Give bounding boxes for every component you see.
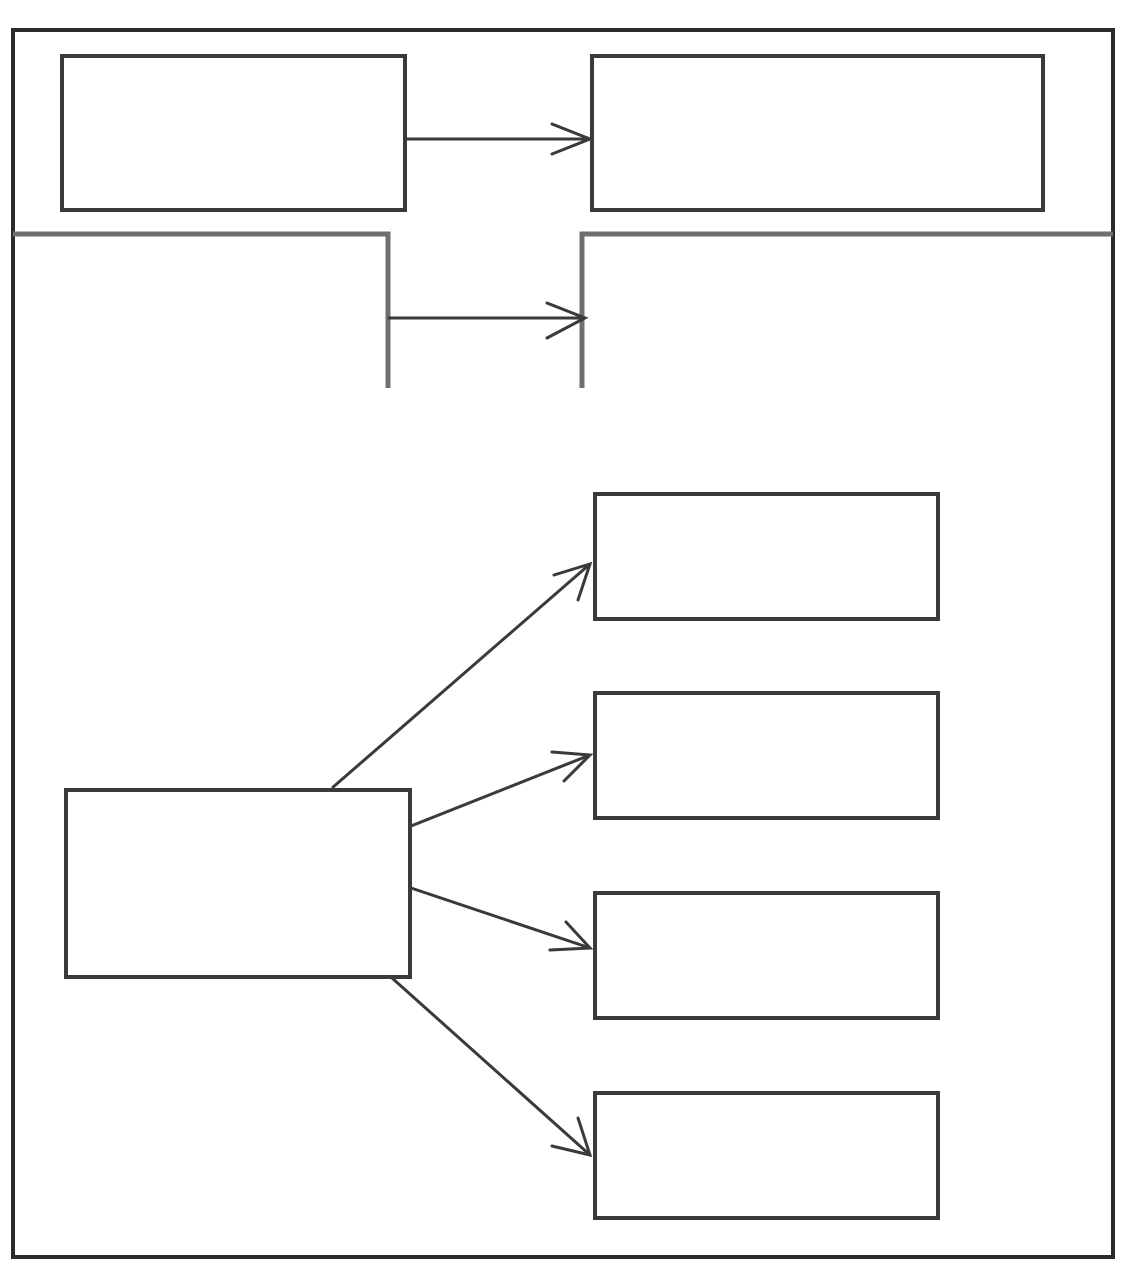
arrow-4-shaft — [391, 976, 591, 1157]
arrow-3-shaft — [410, 886, 591, 950]
arrow-top-row-head — [550, 122, 595, 156]
arrow-notch-head — [545, 301, 589, 340]
arrow-1-head — [552, 561, 593, 602]
arrow-source-to-target-4 — [391, 976, 593, 1158]
arrow-3-head — [548, 920, 594, 952]
arrow-2-head — [550, 750, 594, 783]
region-divider — [13, 231, 1113, 388]
arrow-1-shaft — [331, 562, 591, 790]
outer-frame — [11, 28, 1115, 1259]
arrow-4-head — [550, 1116, 593, 1158]
arrow-notch — [388, 301, 589, 340]
arrow-source-to-target-2 — [410, 750, 594, 828]
top-left-box — [60, 54, 407, 212]
target-box-3 — [593, 891, 940, 1020]
arrow-top-row — [405, 122, 595, 156]
arrow-2-shaft — [410, 753, 591, 828]
target-box-4 — [593, 1091, 940, 1220]
source-box — [64, 788, 412, 979]
arrow-source-to-target-3 — [410, 886, 594, 952]
target-box-2 — [593, 691, 940, 820]
arrow-source-to-target-1 — [331, 561, 593, 790]
top-right-box — [590, 54, 1045, 212]
target-box-1 — [593, 492, 940, 621]
